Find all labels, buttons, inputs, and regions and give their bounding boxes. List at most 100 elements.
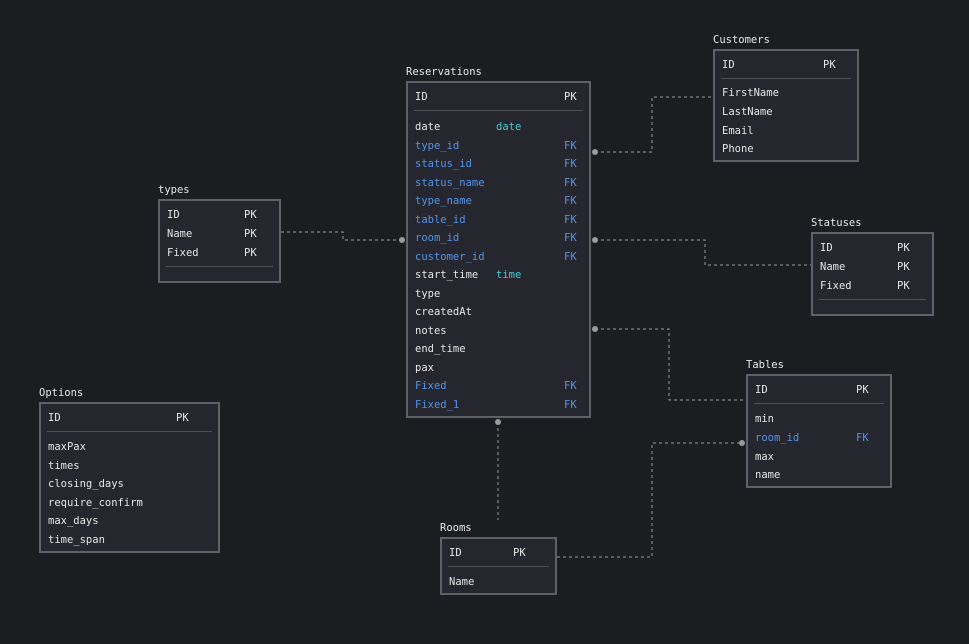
field-key-badge: PK	[897, 279, 910, 292]
link-tables-rooms	[557, 442, 742, 558]
field-name: ID	[722, 59, 735, 71]
section-divider	[819, 299, 926, 300]
field-name: Phone	[722, 143, 754, 156]
field-row[interactable]: times	[48, 457, 212, 475]
field-name: pax	[415, 361, 434, 374]
field-row[interactable]: createdAt	[415, 303, 583, 321]
section-divider	[414, 110, 583, 111]
field-row[interactable]: require_confirm	[48, 494, 212, 512]
field-name: times	[48, 459, 80, 472]
field-name: maxPax	[48, 441, 86, 453]
field-row[interactable]: pax	[415, 359, 583, 377]
field-key-badge: PK	[564, 91, 577, 103]
field-name: type	[415, 287, 441, 300]
field-row[interactable]: FirstName	[722, 84, 851, 102]
field-key-badge: PK	[244, 209, 257, 221]
field-name: require_confirm	[48, 496, 143, 509]
field-row[interactable]: status_name FK	[415, 174, 583, 192]
field-name: name	[755, 469, 781, 482]
field-name: Name	[167, 227, 193, 240]
pk-field-row[interactable]: Name PK	[167, 225, 273, 243]
field-name: ID	[167, 209, 180, 221]
connector-dot	[592, 149, 598, 155]
pk-field-row[interactable]: ID PK	[167, 206, 273, 224]
field-row[interactable]: max	[755, 448, 884, 466]
field-key-badge: FK	[564, 213, 577, 226]
field-row[interactable]: Email	[722, 122, 851, 140]
entity-title: Reservations	[406, 66, 482, 78]
field-name: Fixed	[167, 246, 199, 259]
field-row[interactable]: maxPax	[48, 438, 212, 456]
field-row[interactable]: Name	[449, 573, 549, 591]
field-row[interactable]: Fixed_1 FK	[415, 396, 583, 414]
field-name: room_id	[755, 431, 800, 444]
field-key-badge: PK	[856, 384, 869, 396]
field-name: status_name	[415, 176, 485, 189]
field-row[interactable]: LastName	[722, 103, 851, 121]
link-reservations-customers	[595, 96, 713, 153]
field-row[interactable]: Phone	[722, 140, 851, 158]
field-row[interactable]: min	[755, 410, 884, 428]
field-name: ID	[449, 547, 462, 559]
field-name: start_time	[415, 269, 479, 281]
field-row[interactable]: time_span	[48, 531, 212, 549]
field-row[interactable]: end_time	[415, 340, 583, 358]
field-name: Fixed_1	[415, 398, 460, 411]
field-row[interactable]: closing_days	[48, 475, 212, 493]
field-type: date	[496, 121, 522, 133]
field-name: Name	[449, 576, 475, 588]
field-name: type_name	[415, 195, 472, 207]
field-name: customer_id	[415, 250, 485, 263]
link-reservations-types	[281, 231, 402, 241]
field-key-badge: PK	[823, 59, 836, 71]
field-key-badge: FK	[564, 176, 577, 189]
pk-field-row[interactable]: ID PK	[722, 56, 851, 74]
field-row[interactable]: notes	[415, 322, 583, 340]
field-name: Name	[820, 260, 846, 273]
field-row[interactable]: max_days	[48, 512, 212, 530]
connector-dot	[399, 237, 405, 243]
field-row[interactable]: type	[415, 285, 583, 303]
field-name: max_days	[48, 515, 99, 528]
section-divider	[754, 403, 884, 404]
field-key-badge: FK	[564, 380, 577, 392]
field-name: FirstName	[722, 87, 779, 99]
field-key-badge: FK	[564, 398, 577, 411]
field-key-badge: PK	[244, 227, 257, 240]
field-row[interactable]: name	[755, 466, 884, 484]
connector-dot	[592, 237, 598, 243]
section-divider	[166, 266, 273, 267]
entity-title: types	[158, 184, 190, 196]
entity-title: Statuses	[811, 217, 862, 229]
